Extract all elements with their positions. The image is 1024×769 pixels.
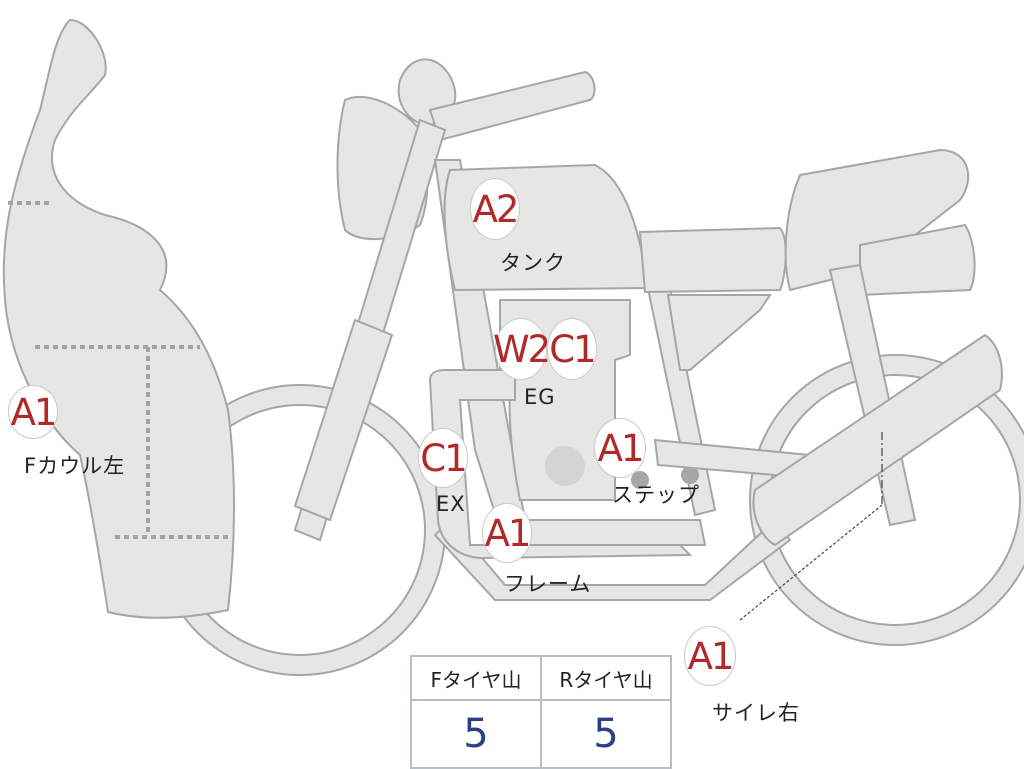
front-tire-header: Fタイヤ山 xyxy=(410,655,542,701)
marker-eg-c1: C1 xyxy=(547,318,597,380)
tire-tread-table: Fタイヤ山 Rタイヤ山 5 5 xyxy=(410,655,672,769)
label-f-cowl-left: Fカウル左 xyxy=(24,454,126,478)
label-ex: EX xyxy=(436,492,466,516)
exhaust-pipe xyxy=(428,369,693,560)
muffler xyxy=(752,333,1003,547)
front-tire-value: 5 xyxy=(410,699,542,769)
marker-f-cowl-left: A1 xyxy=(8,385,58,439)
label-frame: フレーム xyxy=(504,572,592,596)
label-muffler-right: サイレ右 xyxy=(712,701,800,725)
label-eg: EG xyxy=(524,385,556,409)
front-cowl xyxy=(2,18,235,619)
label-tank: タンク xyxy=(500,251,566,275)
marker-muffler-right: A1 xyxy=(684,626,736,686)
rear-tire-header: Rタイヤ山 xyxy=(540,655,672,701)
marker-eg-w2: W2 xyxy=(493,318,551,380)
marker-tank: A2 xyxy=(470,178,520,240)
rear-tire-value: 5 xyxy=(540,699,672,769)
marker-frame: A1 xyxy=(482,503,532,563)
label-step: ステップ xyxy=(612,483,700,507)
marker-step: A1 xyxy=(594,418,646,478)
marker-ex: C1 xyxy=(418,428,468,488)
